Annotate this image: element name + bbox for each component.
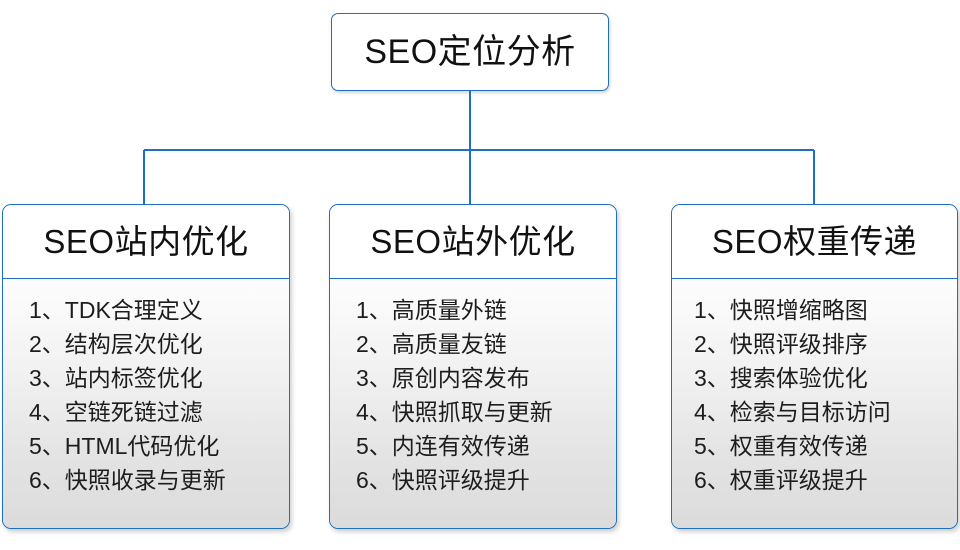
list-item: 3、搜索体验优化 [694, 364, 868, 391]
branch-header-3[interactable]: SEO权重传递 [672, 205, 957, 279]
list-item: 1、快照增缩略图 [694, 296, 868, 323]
branch-header-title-2: SEO站外优化 [370, 223, 576, 260]
list-item: 1、高质量外链 [356, 296, 507, 323]
list-item: 2、高质量友链 [356, 330, 507, 357]
root-node-title: SEO定位分析 [364, 33, 576, 71]
branch-header-title-1: SEO站内优化 [43, 223, 249, 260]
list-item: 5、权重有效传递 [694, 432, 868, 459]
list-item: 4、检索与目标访问 [694, 398, 891, 425]
branch-list-2: 1、高质量外链 2、高质量友链 3、原创内容发布 4、快照抓取与更新 5、内连有… [330, 279, 616, 528]
branch-list-3: 1、快照增缩略图 2、快照评级排序 3、搜索体验优化 4、检索与目标访问 5、权… [672, 279, 957, 528]
list-item: 3、站内标签优化 [29, 364, 203, 391]
list-item: 3、原创内容发布 [356, 364, 530, 391]
branch-column-2[interactable]: SEO站外优化 1、高质量外链 2、高质量友链 3、原创内容发布 4、快照抓取与… [329, 204, 617, 529]
branch-header-title-3: SEO权重传递 [711, 223, 918, 260]
list-item: 4、空链死链过滤 [29, 398, 203, 425]
list-item: 4、快照抓取与更新 [356, 398, 553, 425]
list-item: 2、快照评级排序 [694, 330, 868, 357]
list-item: 5、HTML代码优化 [29, 432, 220, 459]
branch-column-1[interactable]: SEO站内优化 1、TDK合理定义 2、结构层次优化 3、站内标签优化 4、空链… [2, 204, 290, 529]
branch-header-1[interactable]: SEO站内优化 [3, 205, 289, 279]
list-item: 2、结构层次优化 [29, 330, 203, 357]
list-item: 6、权重评级提升 [694, 466, 868, 493]
branch-list-1: 1、TDK合理定义 2、结构层次优化 3、站内标签优化 4、空链死链过滤 5、H… [3, 279, 289, 528]
root-node[interactable]: SEO定位分析 [331, 13, 609, 91]
list-item: 6、快照评级提升 [356, 466, 530, 493]
list-item: 6、快照收录与更新 [29, 466, 226, 493]
list-item: 1、TDK合理定义 [29, 296, 203, 323]
branch-column-3[interactable]: SEO权重传递 1、快照增缩略图 2、快照评级排序 3、搜索体验优化 4、检索与… [671, 204, 958, 529]
list-item: 5、内连有效传递 [356, 432, 530, 459]
branch-header-2[interactable]: SEO站外优化 [330, 205, 616, 279]
